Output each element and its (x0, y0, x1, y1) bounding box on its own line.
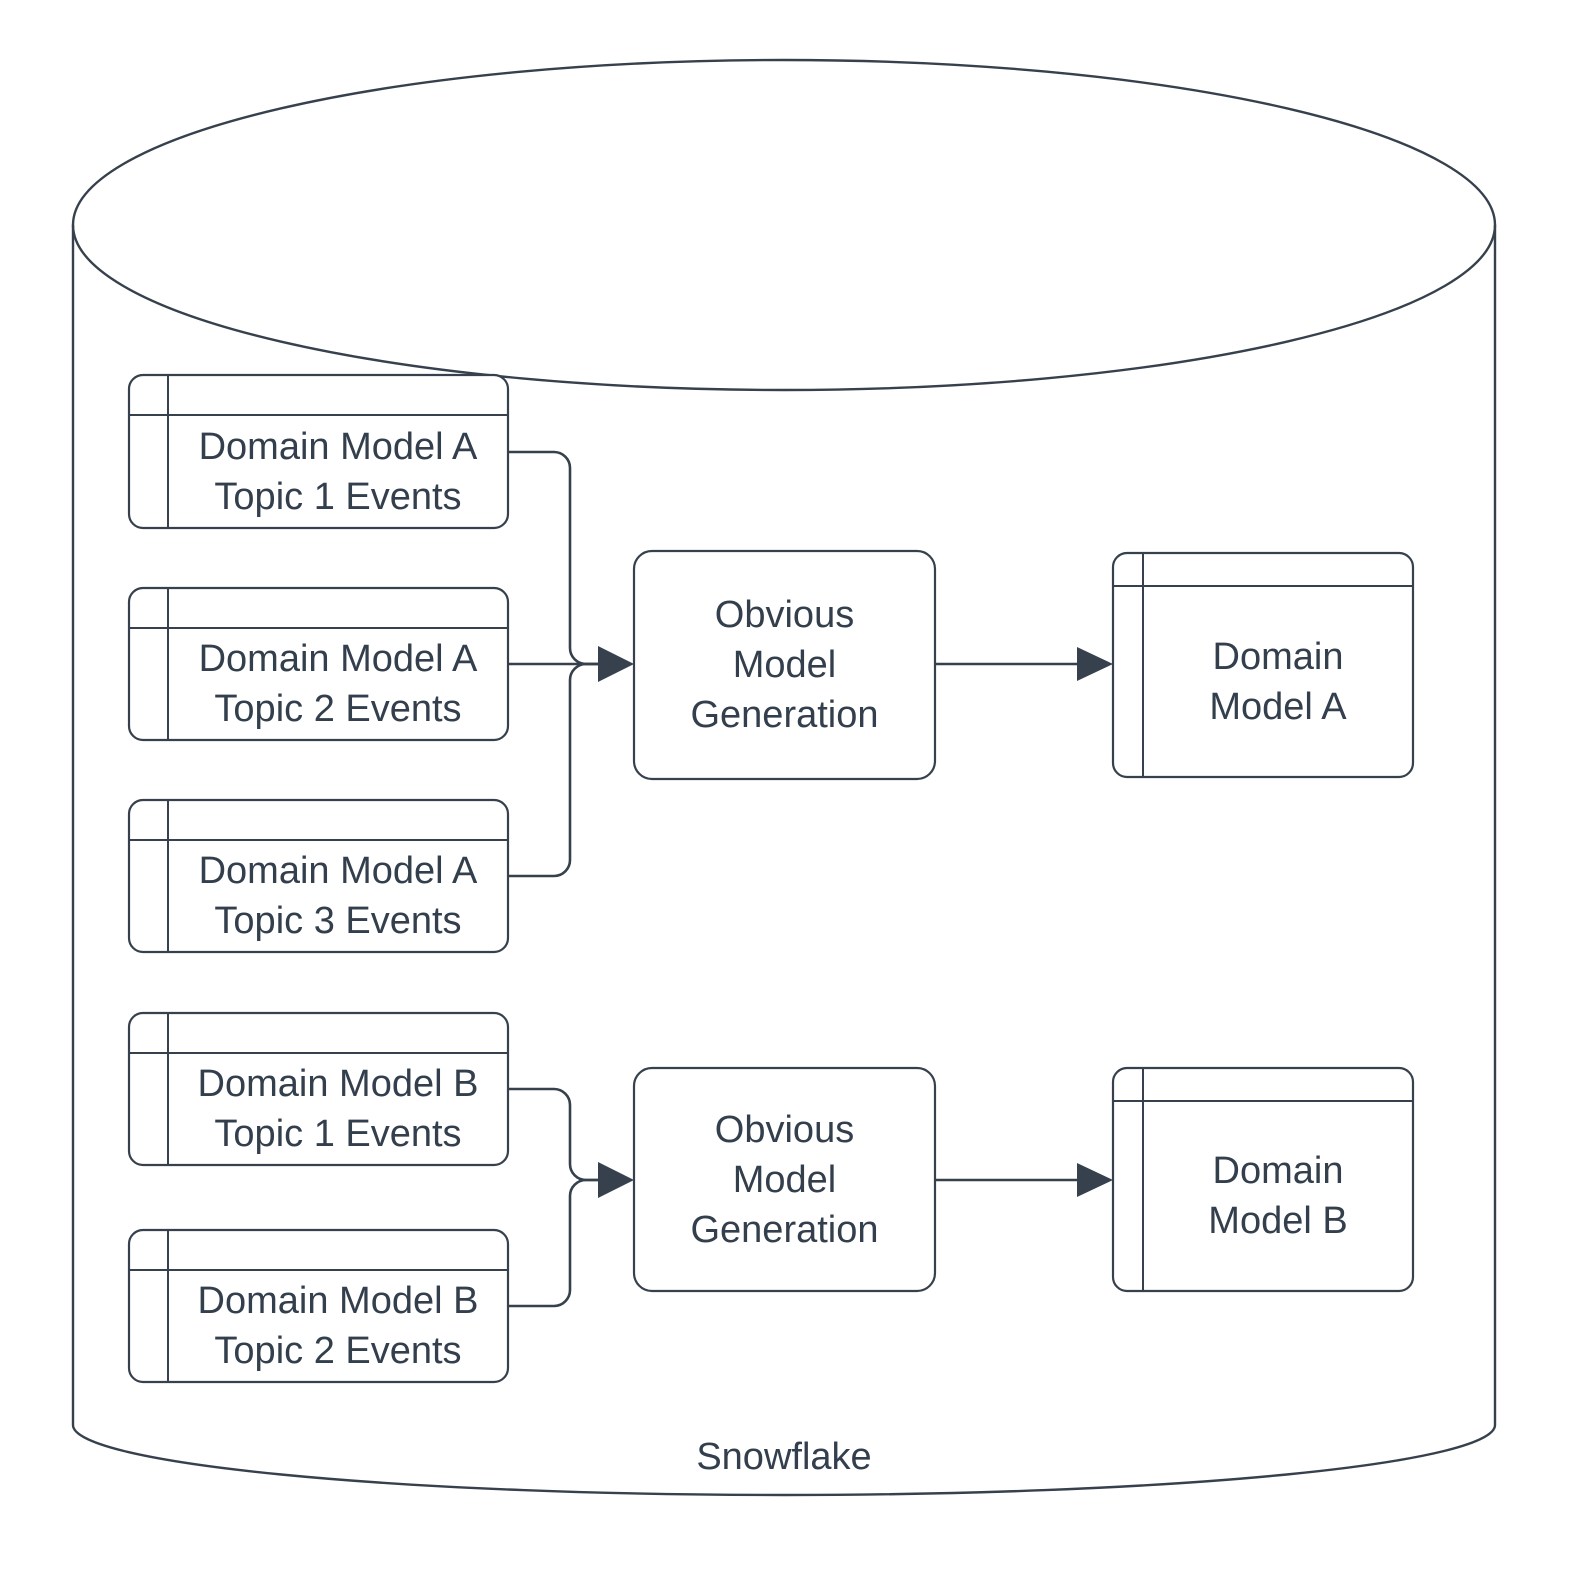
arrowhead-into-out-b (1077, 1163, 1113, 1197)
shape-src-a3[interactable] (127, 798, 510, 954)
connectors-group-b (508, 1087, 1113, 1308)
cylinder-top-ellipse (71, 58, 1497, 392)
shape-proc-b[interactable] (632, 1066, 937, 1293)
shape-out-a[interactable] (1111, 551, 1415, 779)
shape-out-b[interactable] (1111, 1066, 1415, 1293)
shape-src-b1[interactable] (127, 1011, 510, 1167)
shape-src-a2[interactable] (127, 586, 510, 742)
snowflake-cylinder-container (71, 58, 1497, 1497)
arrowhead-into-proc-b (598, 1162, 634, 1198)
shape-src-b2[interactable] (127, 1228, 510, 1384)
shape-proc-a[interactable] (632, 549, 937, 781)
connector-src-a3-to-proc-a (508, 662, 600, 878)
cylinder-body-outline (71, 223, 1497, 1497)
connector-src-a1-to-proc-a (508, 450, 600, 666)
snowflake-container-label: Snowflake (696, 1436, 872, 1478)
output-table-shapes (1111, 551, 1415, 1293)
connectors-group-a (508, 450, 1113, 878)
process-box-shapes (632, 549, 937, 1293)
shape-src-a1[interactable] (127, 373, 510, 530)
connector-src-b2-to-proc-b (508, 1178, 600, 1308)
arrowhead-into-out-a (1077, 647, 1113, 681)
connector-src-b1-to-proc-b (508, 1087, 600, 1182)
arrowhead-into-proc-a (598, 646, 634, 682)
source-table-shapes (127, 373, 510, 1384)
